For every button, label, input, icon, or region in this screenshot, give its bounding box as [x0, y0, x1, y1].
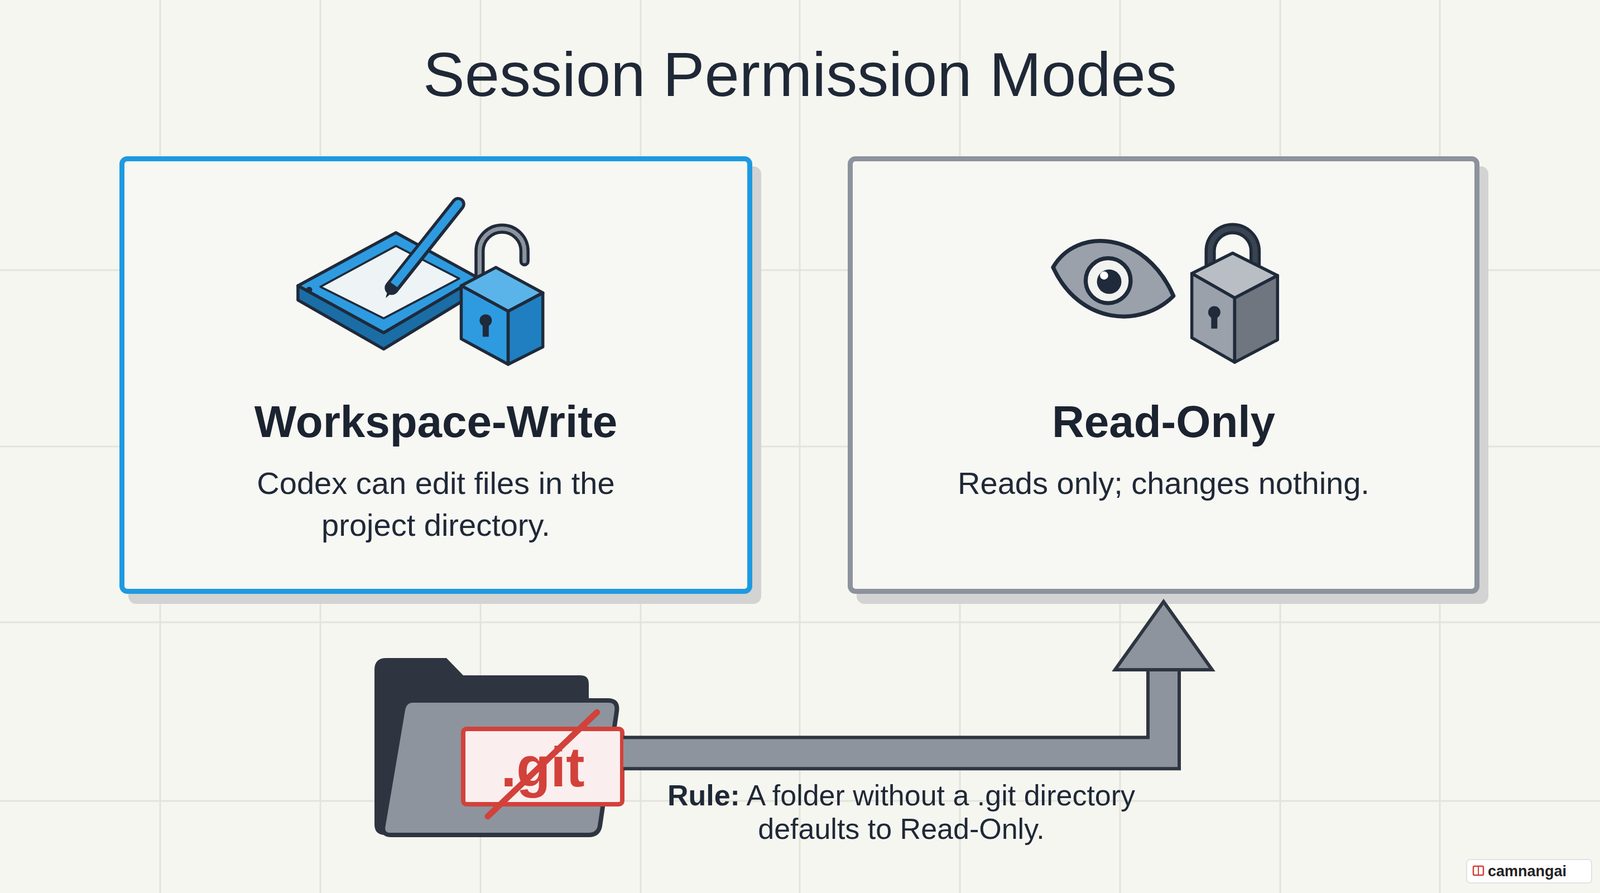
keyhole	[1208, 306, 1221, 319]
mode-card: Workspace-WriteCodex can edit files in t…	[119, 156, 753, 594]
book-icon	[1473, 866, 1484, 876]
pen-tip	[385, 281, 398, 299]
keyhole	[479, 314, 492, 327]
eye	[1053, 241, 1174, 317]
tablet-side	[298, 277, 478, 349]
keyhole	[482, 322, 489, 338]
watermark-box	[1466, 859, 1592, 883]
eye-iris	[1085, 258, 1131, 304]
lock-shackle	[479, 228, 525, 280]
edit-icon	[298, 204, 544, 365]
lock-top	[460, 267, 543, 312]
mode-description: Codex can edit files in the project dire…	[223, 462, 648, 546]
lock-side	[1234, 275, 1278, 363]
watermark: camnangai	[1487, 861, 1567, 882]
mode-heading: Read-Only	[1051, 397, 1276, 447]
icons	[298, 204, 1278, 817]
strike-line	[487, 712, 598, 817]
git-badge: .git	[460, 726, 625, 807]
pen-body	[394, 204, 459, 285]
lock-front	[1192, 273, 1236, 363]
diagram-title: Session Permission Modes	[0, 39, 1600, 112]
mode-card: Read-OnlyReads only; changes nothing.	[847, 156, 1480, 594]
tablet-top	[298, 232, 478, 333]
arrow-head	[1115, 601, 1213, 670]
arrow-shaft	[623, 667, 1164, 753]
eye-pupil	[1097, 269, 1122, 295]
watermark-badge	[1466, 859, 1592, 883]
lock-shackle	[1210, 228, 1256, 280]
pen-outline	[391, 204, 459, 288]
grid-line	[0, 800, 1600, 802]
lock-front	[460, 285, 508, 365]
mode-description: Reads only; changes nothing.	[957, 462, 1370, 504]
lock-shackle	[479, 228, 525, 280]
lock-top	[1192, 252, 1278, 298]
flow-arrow	[623, 601, 1213, 753]
keyhole	[1211, 314, 1218, 329]
arrow-outline	[623, 667, 1164, 753]
mode-heading: Workspace-Write	[254, 397, 618, 447]
eye-highlight	[1099, 271, 1109, 280]
rule-note: Rule: A folder without a .git directory …	[666, 778, 1136, 846]
book-icon	[1477, 866, 1479, 876]
lock-side	[508, 292, 544, 365]
edge-layer	[623, 601, 1213, 753]
view-icon	[1053, 228, 1278, 363]
lock-shackle	[1210, 228, 1256, 280]
git-label: .git	[501, 738, 585, 795]
tablet-button	[306, 286, 313, 293]
grid-line	[0, 621, 1600, 624]
tablet-screen	[320, 246, 460, 319]
